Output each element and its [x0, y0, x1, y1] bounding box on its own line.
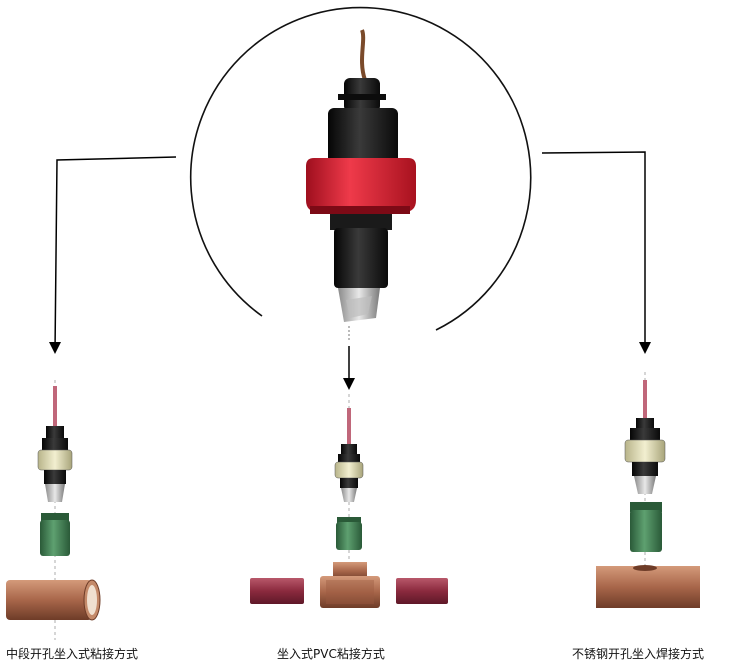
arrow-left — [49, 156, 177, 354]
arrow-right — [541, 151, 651, 354]
sensor-probe-large — [306, 29, 416, 340]
middle-assembly — [250, 394, 448, 608]
magnifier-circle — [189, 6, 532, 331]
left-assembly — [6, 380, 101, 640]
caption-middle: 坐入式PVC粘接方式 — [277, 647, 385, 661]
caption-left: 中段开孔坐入式粘接方式 — [6, 647, 139, 661]
caption-right: 不锈钢开孔坐入焊接方式 — [572, 647, 705, 661]
right-assembly — [596, 372, 700, 608]
arrow-middle — [343, 346, 355, 390]
